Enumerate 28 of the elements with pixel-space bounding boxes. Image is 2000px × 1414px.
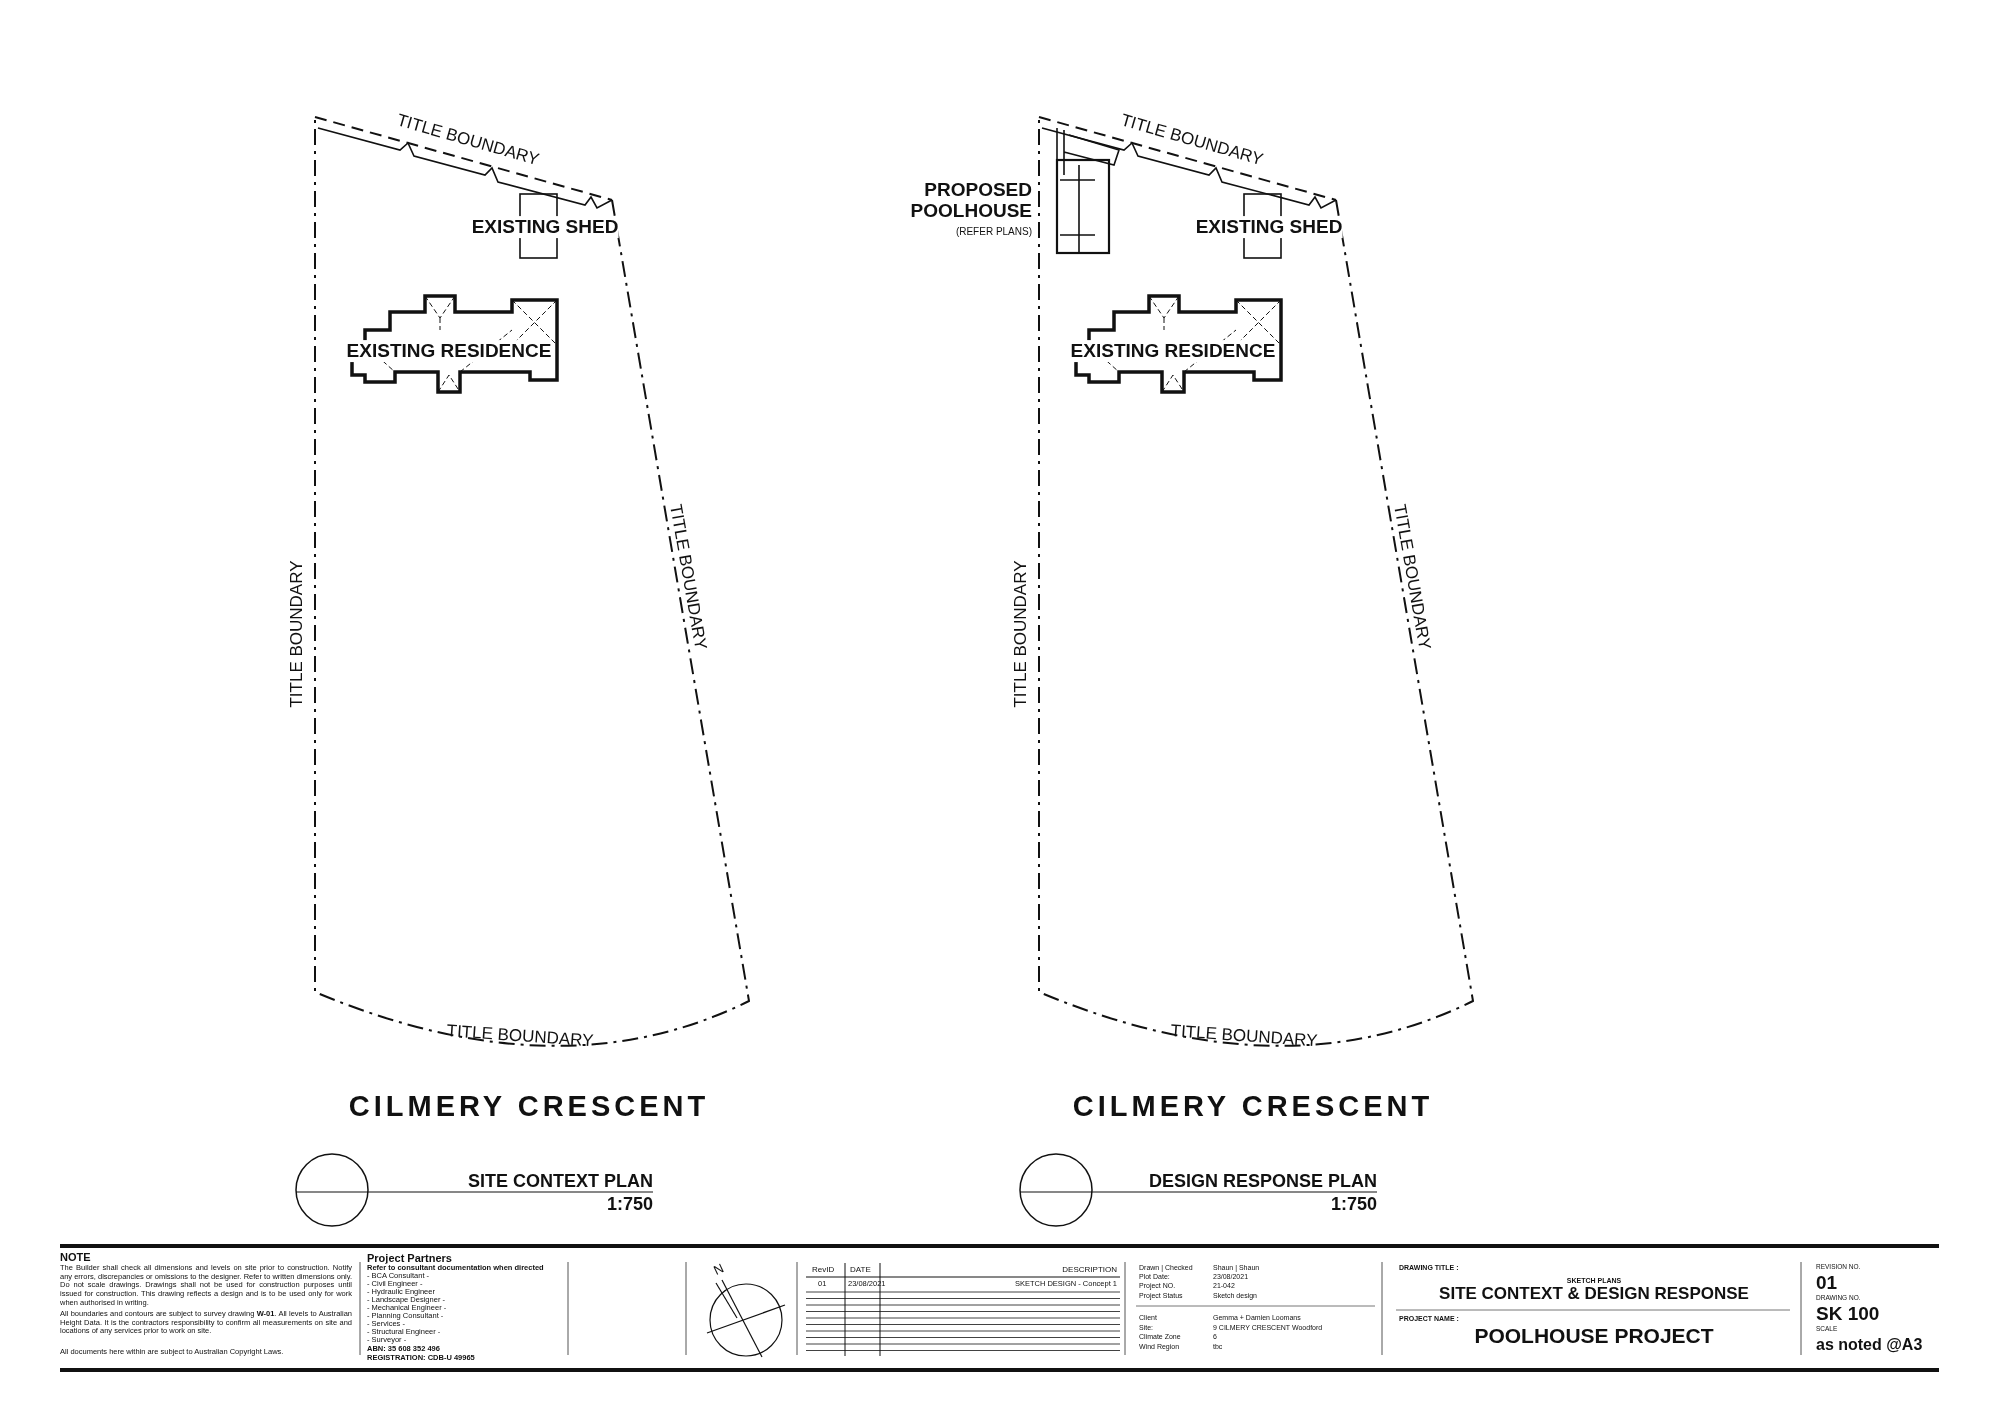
column-header: DATE [850,1265,871,1275]
drawing-number: SK 100 [1816,1303,1880,1325]
boundary-label: TITLE BOUNDARY [445,1021,595,1051]
heading: Project Partners [367,1251,452,1265]
building-label: EXISTING SHED [1195,216,1343,238]
column-header: RevID [812,1265,835,1275]
column-header: DESCRIPTION [1062,1265,1117,1275]
plan-scale: 1:750 [606,1193,653,1215]
boundary-label: TITLE BOUNDARY [1389,502,1435,652]
building-label: EXISTING RESIDENCE [1070,340,1276,362]
street-name: CILMERY CRESCENT [1072,1090,1434,1124]
street-name: CILMERY CRESCENT [348,1090,710,1124]
note-text: (REFER PLANS) [955,226,1032,238]
boundary-label: TITLE BOUNDARY [1011,560,1031,708]
plan-scale: 1:750 [1330,1193,1377,1215]
plan-title: DESIGN RESPONSE PLAN [1148,1170,1377,1192]
scale-value: as noted @A3 [1816,1335,1923,1355]
building-label: EXISTING SHED [471,216,619,238]
boundary-label: TITLE BOUNDARY [287,560,307,708]
plan-title: SITE CONTEXT PLAN [468,1170,653,1192]
heading: NOTE [60,1250,91,1264]
boundary-label: TITLE BOUNDARY [665,502,711,652]
drawing-title: SITE CONTEXT & DESIGN RESPONSE [1439,1284,1749,1304]
revision-number: 01 [1816,1272,1838,1294]
north-label: N [711,1261,727,1279]
boundary-label: TITLE BOUNDARY [1169,1021,1319,1051]
project-name: POOLHOUSE PROJECT [1474,1323,1714,1349]
building-label: EXISTING RESIDENCE [346,340,552,362]
